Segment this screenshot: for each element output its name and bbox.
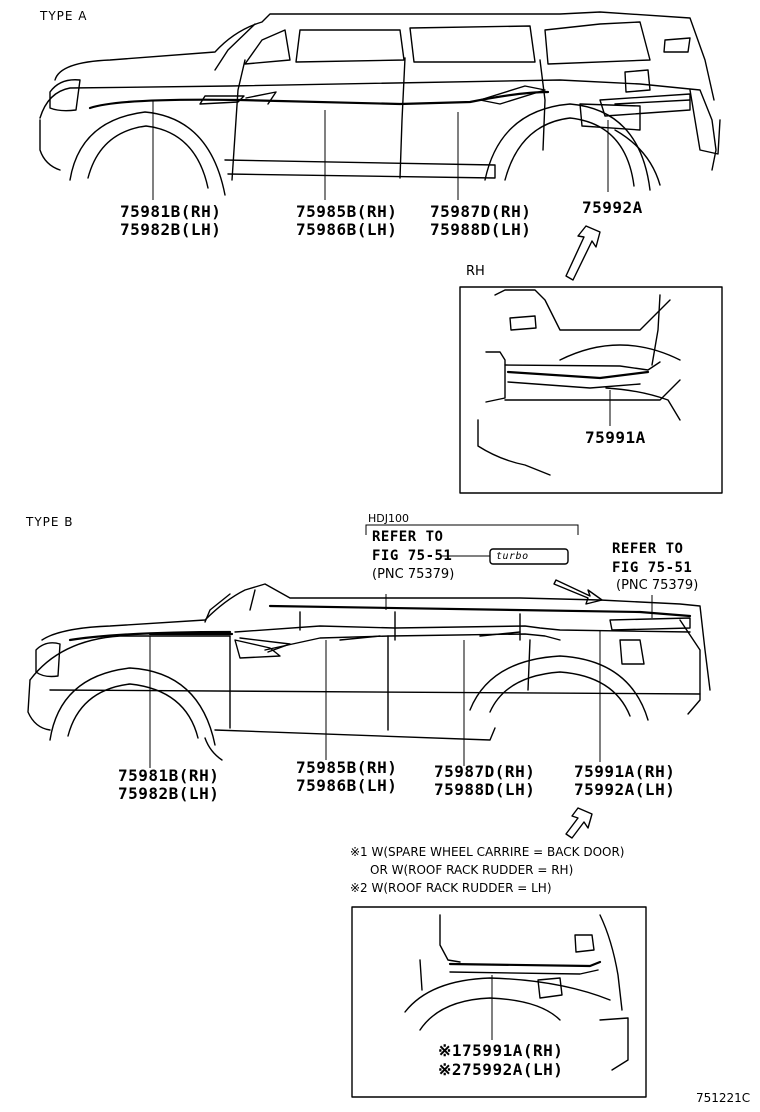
type-b-part-75987d: 75987D(RH) [434,762,536,781]
type-a-part-75986b: 75986B(LH) [296,220,398,239]
type-a-inset-part-75991a: 75991A [585,428,646,447]
refer2-line2: FIG 75-51 [612,560,693,576]
type-a-part-75992a: 75992A [582,198,643,217]
type-b-part-75981b: 75981B(RH) [118,766,220,785]
type-a-leaders [152,100,609,200]
type-a-part-75982b: 75982B(LH) [120,220,222,239]
type-b-title: TYPE B [26,515,74,529]
refer2-line3: (PNC 75379) [616,578,699,593]
type-a-part-75987d: 75987D(RH) [430,202,532,221]
type-a-vehicle [39,11,721,196]
turbo-emblem: turbo [496,551,529,562]
type-a-part-75981b: 75981B(RH) [120,202,222,221]
type-b-inset-art [404,914,629,1071]
note-1: ※1 W(SPARE WHEEL CARRIRE = BACK DOOR) [350,845,625,859]
hdj-bracket [365,524,579,535]
type-b-part-75982b: 75982B(LH) [118,784,220,803]
refer2-line1: REFER TO [612,541,684,557]
type-a-part-75985b: 75985B(RH) [296,202,398,221]
type-b-hdj-code: HDJ100 [368,512,409,525]
type-b-vehicle [27,583,711,761]
type-b-leaders [149,594,601,768]
type-b-part-75985b: 75985B(RH) [296,758,398,777]
note-1b: OR W(ROOF RACK RUDDER = RH) [370,863,574,877]
type-b-part-75986b: 75986B(LH) [296,776,398,795]
type-b-arrow-bottom [565,807,593,839]
type-b-inset-frame [351,906,647,1098]
refer1-line2: FIG 75-51 [372,548,453,564]
type-a-title: TYPE A [40,9,88,23]
refer1-line1: REFER TO [372,529,444,545]
note-2: ※2 W(ROOF RACK RUDDER = LH) [350,881,552,895]
type-b-inset-part-75991a: ※175991A(RH) [438,1041,564,1060]
type-a-inset-side: RH [466,264,485,279]
type-b-inset-part-75992a: ※275992A(LH) [438,1060,564,1079]
type-b-turbo-art [440,548,569,565]
refer1-line3: (PNC 75379) [372,567,455,582]
type-a-inset-frame [459,286,723,494]
type-b-part-75992a: 75992A(LH) [574,780,676,799]
type-a-inset-art [477,289,681,476]
type-b-part-75991a: 75991A(RH) [574,762,676,781]
type-a-part-75988d: 75988D(LH) [430,220,532,239]
type-b-arrow-top [553,579,603,605]
type-a-arrow [565,225,601,281]
figure-id: 751221C [696,1091,751,1105]
type-b-part-75988d: 75988D(LH) [434,780,536,799]
